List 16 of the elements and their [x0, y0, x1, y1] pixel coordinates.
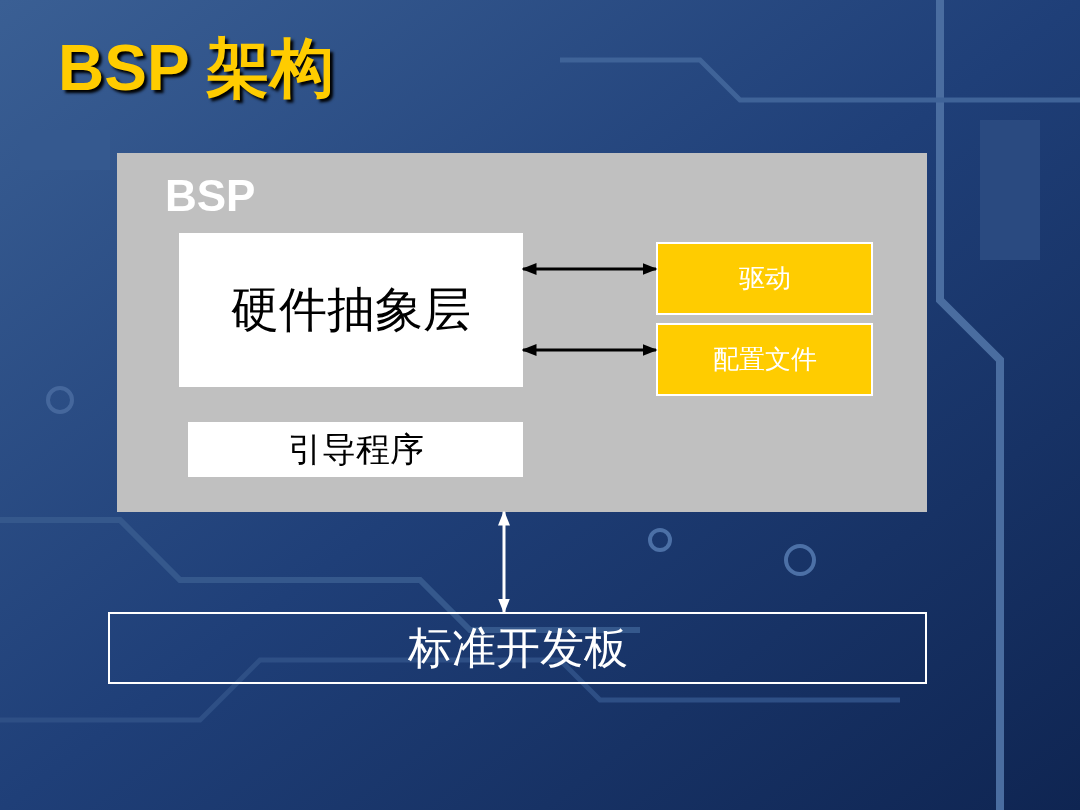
module-box	[656, 323, 873, 396]
arrow	[521, 344, 658, 356]
box-label: 引导程序	[287, 427, 424, 471]
bsp-panel	[117, 153, 927, 512]
title: BSP 架构	[58, 31, 335, 106]
box-label: 驱动	[738, 262, 791, 295]
module-box	[656, 242, 873, 315]
board-box	[108, 612, 927, 684]
box-label: 标准开发板	[407, 620, 628, 675]
box-label: 配置文件	[712, 343, 817, 376]
module-box	[188, 422, 523, 477]
panel-heading: BSP	[165, 171, 256, 221]
layer-box	[179, 233, 523, 387]
arrow	[498, 510, 510, 614]
arrow	[521, 263, 658, 275]
box-label: 硬件抽象层	[231, 280, 471, 339]
